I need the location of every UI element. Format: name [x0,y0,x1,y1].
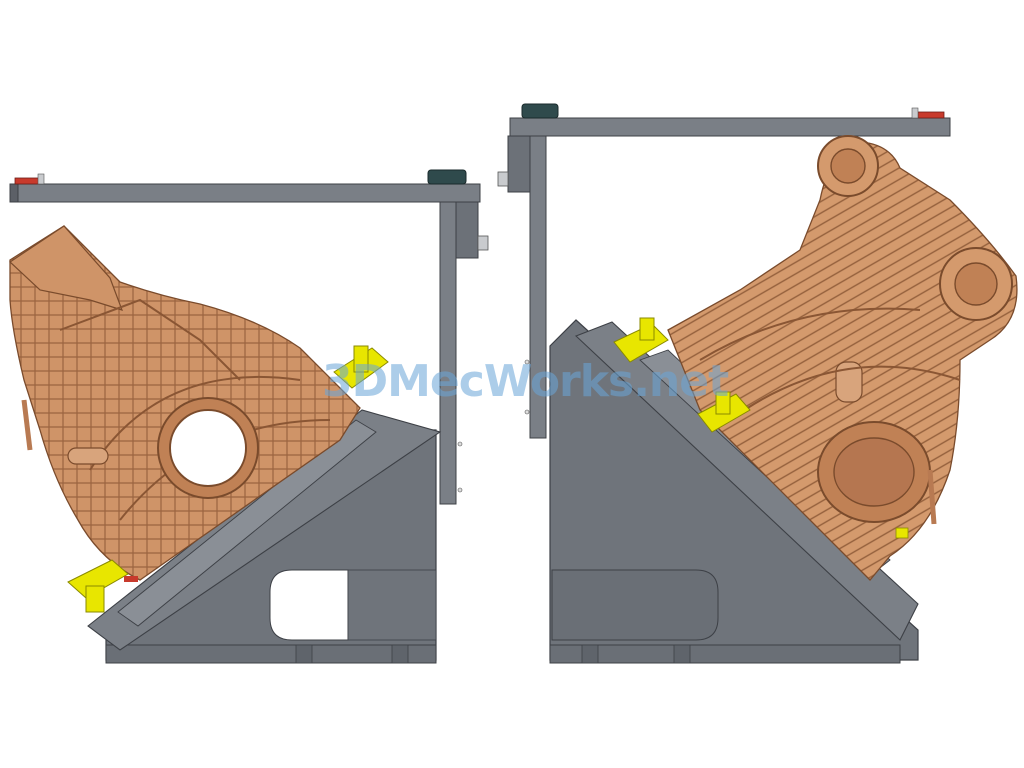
right-casting-bore-inner [833,437,915,507]
left-casting-pin [21,399,33,451]
right-tip-bolt [911,107,919,119]
left-vertical-post [439,201,457,505]
left-tip-bolt [37,173,45,185]
left-base-foot [105,644,437,664]
left-foot-tab-2 [391,644,409,664]
left-post-screw-2 [457,487,463,493]
left-fixture-view [9,169,489,664]
left-casting-lug [67,447,109,465]
right-cap [521,103,559,119]
left-clamp-lower [67,559,138,613]
right-base-window [551,569,719,641]
left-post-bracket [455,201,479,259]
right-vertical-post [529,135,547,439]
left-post-screw-1 [457,441,463,447]
left-bore-hole [169,409,247,487]
right-post-screw-1 [524,359,530,365]
left-cap [427,169,467,185]
left-casting [9,225,361,581]
right-clamp-upper [613,317,669,363]
left-red-tip [14,177,40,185]
left-window-shadow [347,569,437,641]
right-post-screw-2 [524,409,530,415]
right-casting [667,135,1018,581]
right-clamp-middle [697,391,751,433]
left-arm-end-block [9,183,19,203]
left-casting-arm [9,225,123,311]
left-post-bolt [477,235,489,251]
right-top-arm [509,117,951,137]
left-clamp-upper [333,345,389,389]
right-casting-pin [927,469,937,525]
right-base-foot [549,644,901,664]
left-top-arm [9,183,481,203]
right-support-plate [574,321,919,641]
right-casting-ring-side-hole [954,262,998,306]
right-post-bolt [497,171,509,187]
left-base-window [269,569,349,641]
left-casting-rib-a [59,298,241,381]
right-casting-lug [835,361,863,403]
right-post-bracket [507,135,531,193]
right-fixture-view [497,103,1018,664]
right-casting-rib-a [699,307,921,361]
right-casting-ring-top-hole [830,148,866,184]
right-foot-tab-2 [673,644,691,664]
right-red-tip [917,111,945,119]
right-clamp-small [895,527,909,539]
right-casting-rib-b [729,365,961,421]
right-foot-tab-1 [581,644,599,664]
left-casting-rib-b [89,375,301,471]
left-foot-tab-1 [295,644,313,664]
